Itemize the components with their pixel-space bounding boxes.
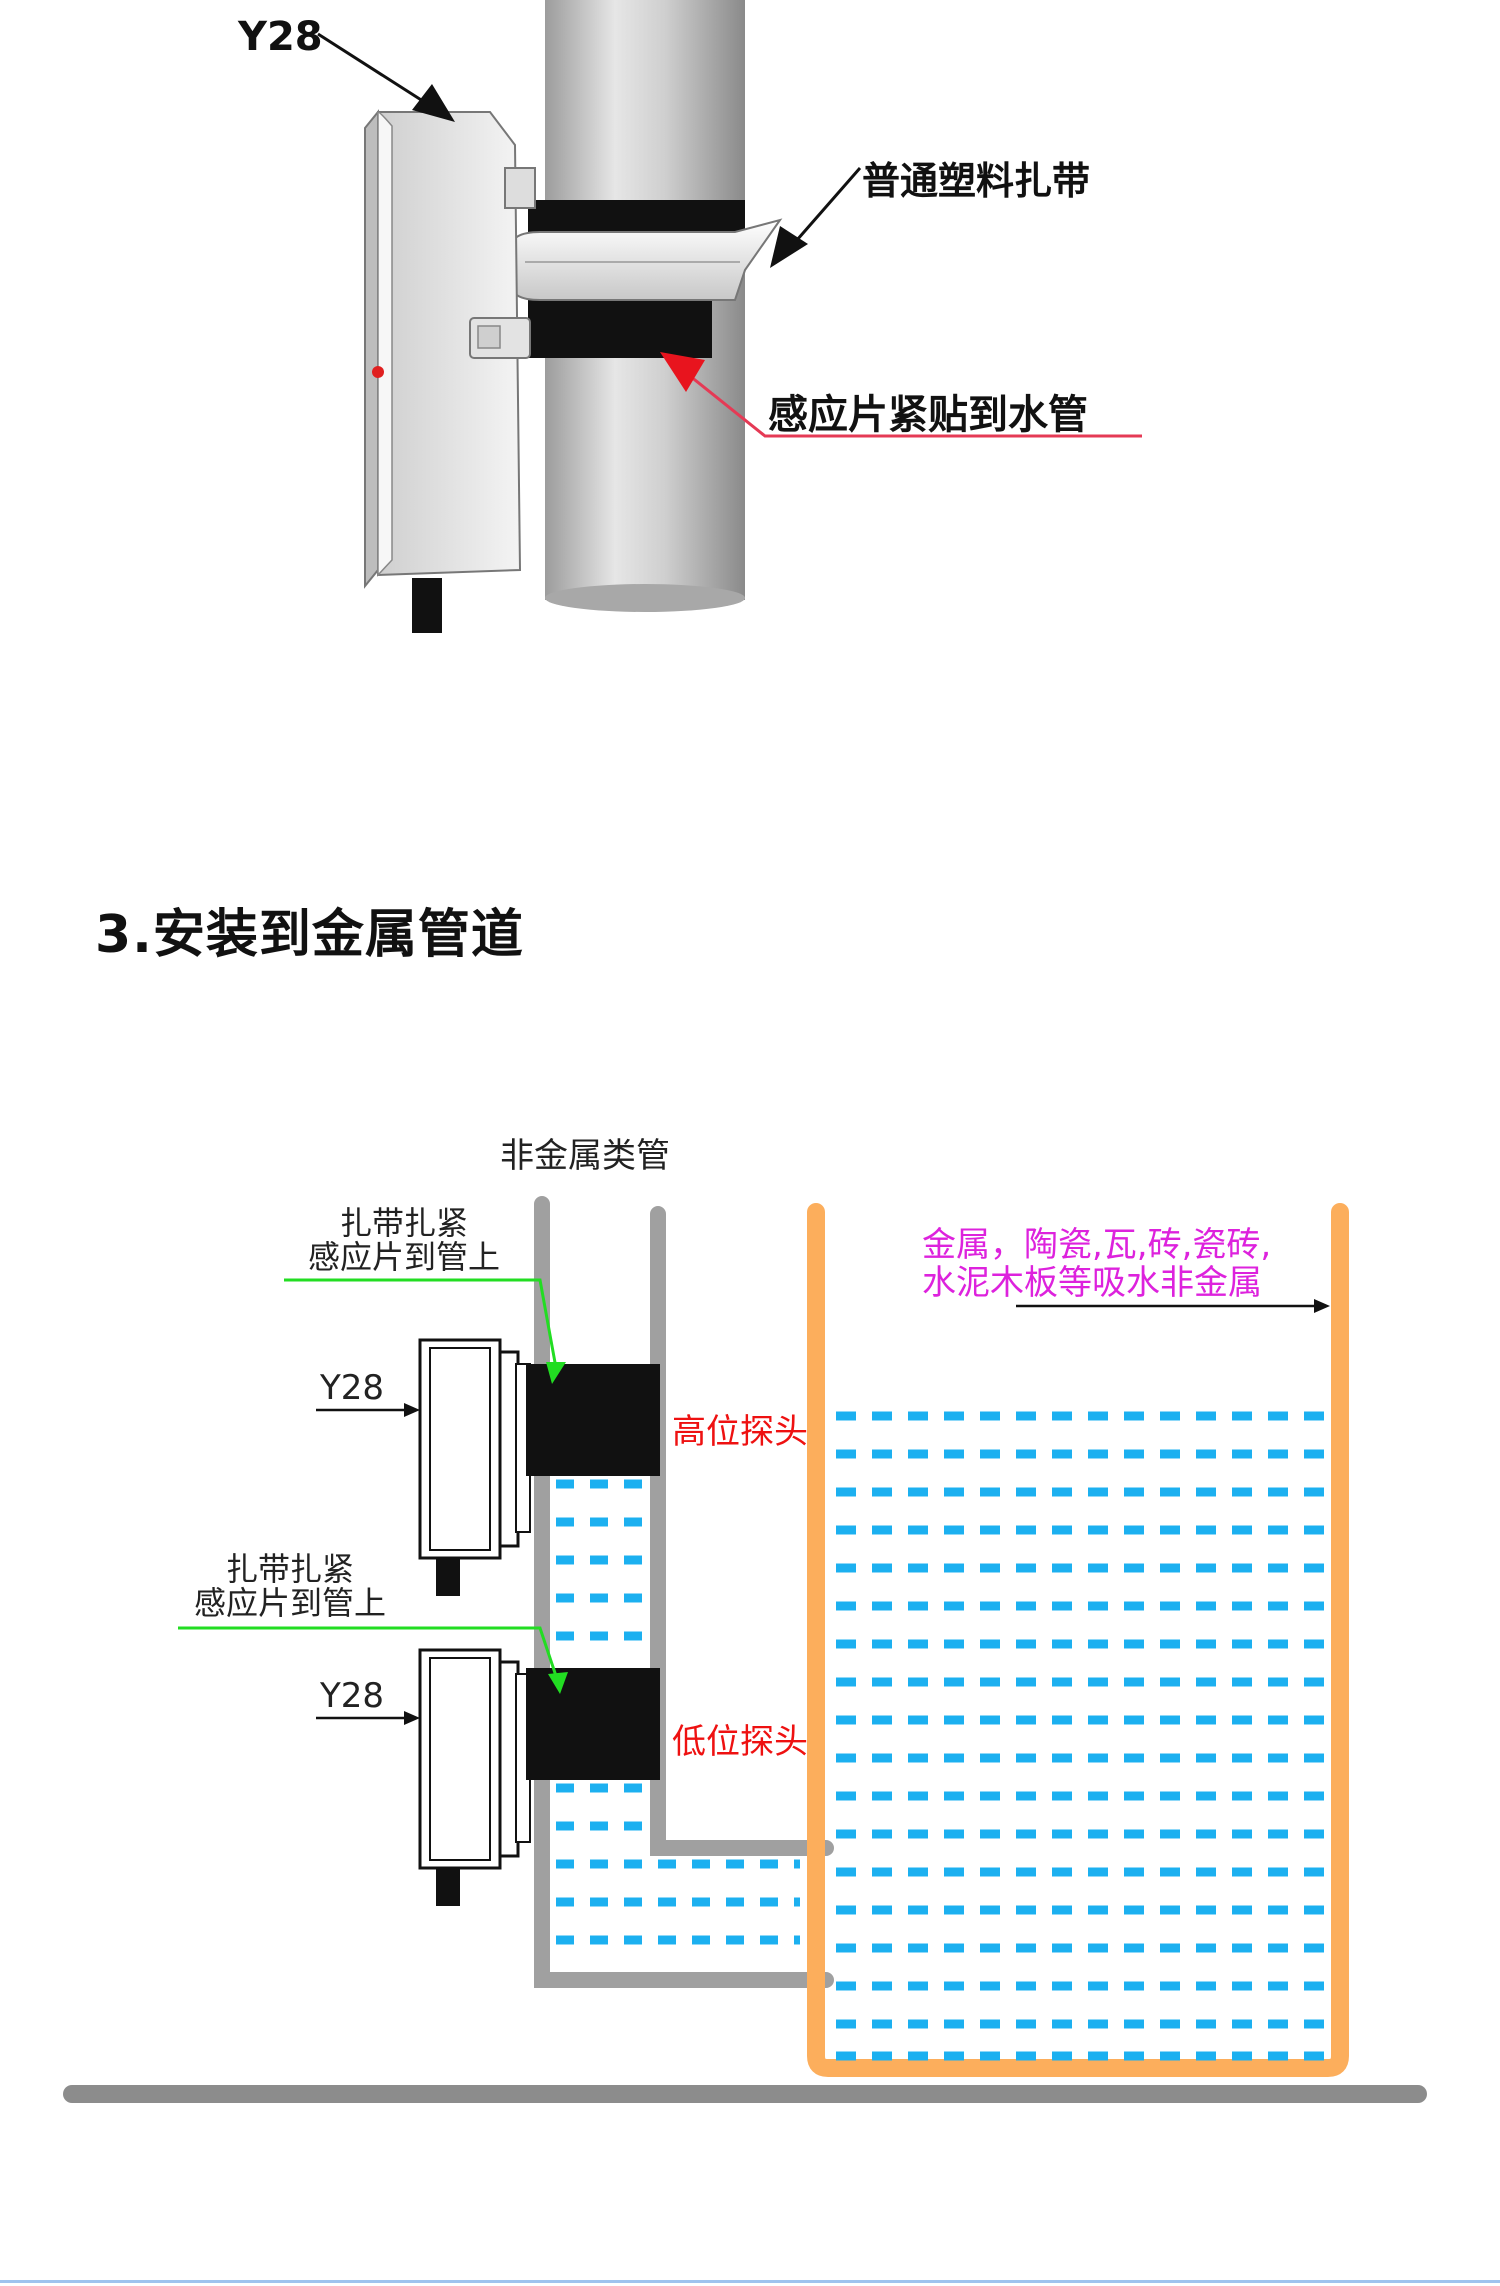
device-bracket-upper bbox=[504, 167, 536, 209]
tie-label-upper-line2: 感应片到管上 bbox=[307, 1238, 500, 1276]
tie-label-lower-line2: 感应片到管上 bbox=[193, 1584, 386, 1622]
high-probe-label: 高位探头 bbox=[672, 1412, 808, 1452]
pipe-type-label: 非金属类管 bbox=[500, 1136, 670, 1176]
pad-arrow-line bbox=[689, 374, 1142, 438]
pad-label: 感应片紧贴到水管 bbox=[768, 392, 1088, 438]
device-box-side bbox=[364, 109, 379, 589]
strap-label: 普通塑料扎带 bbox=[862, 159, 1091, 203]
low-probe-label: 低位探头 bbox=[672, 1722, 808, 1762]
tank-wall bbox=[807, 1203, 1349, 2077]
page-bottom-divider bbox=[0, 2280, 1500, 2283]
low-probe-device bbox=[418, 1648, 660, 1906]
high-probe-cable bbox=[436, 1558, 460, 1596]
device-cable bbox=[412, 578, 442, 633]
tie-label-upper: 扎带扎紧 感应片到管上 bbox=[284, 1206, 524, 1274]
pipe-outer-wall bbox=[534, 1196, 834, 1988]
tie-label-lower-line1: 扎带扎紧 bbox=[225, 1550, 354, 1588]
sensing-pad-lower bbox=[528, 292, 712, 358]
high-probe-device bbox=[418, 1338, 660, 1596]
tie-line-upper bbox=[284, 1278, 558, 1369]
y28-arrow bbox=[317, 32, 441, 114]
indicator-led bbox=[372, 366, 384, 378]
high-probe-pad bbox=[526, 1364, 660, 1476]
low-probe-pad bbox=[526, 1668, 660, 1780]
tie-line-lower bbox=[178, 1626, 558, 1677]
pipe-bottom-edge bbox=[545, 584, 745, 612]
plastic-strap bbox=[509, 218, 783, 301]
tie-label-lower: 扎带扎紧 感应片到管上 bbox=[170, 1552, 410, 1620]
device-label-lower: Y28 bbox=[320, 1676, 385, 1716]
tank-material-label: 金属，陶瓷,瓦,砖,瓷砖, 水泥木板等吸水非金属 bbox=[922, 1226, 1271, 1302]
metal-pipe-install-diagram bbox=[63, 1196, 1427, 2103]
tank-material-line1: 金属，陶瓷,瓦,砖,瓷砖, bbox=[922, 1225, 1272, 1265]
low-probe-cable bbox=[436, 1868, 460, 1906]
top-installation-figure bbox=[317, 0, 1142, 633]
strap-arrow bbox=[788, 167, 862, 249]
section-title: 3.安装到金属管道 bbox=[95, 905, 524, 965]
tie-label-upper-line1: 扎带扎紧 bbox=[339, 1204, 468, 1242]
device-label-upper: Y28 bbox=[320, 1368, 385, 1408]
tank-water bbox=[836, 1411, 1330, 2061]
top-device-label: Y28 bbox=[238, 14, 323, 60]
tank-material-line2: 水泥木板等吸水非金属 bbox=[922, 1263, 1262, 1303]
